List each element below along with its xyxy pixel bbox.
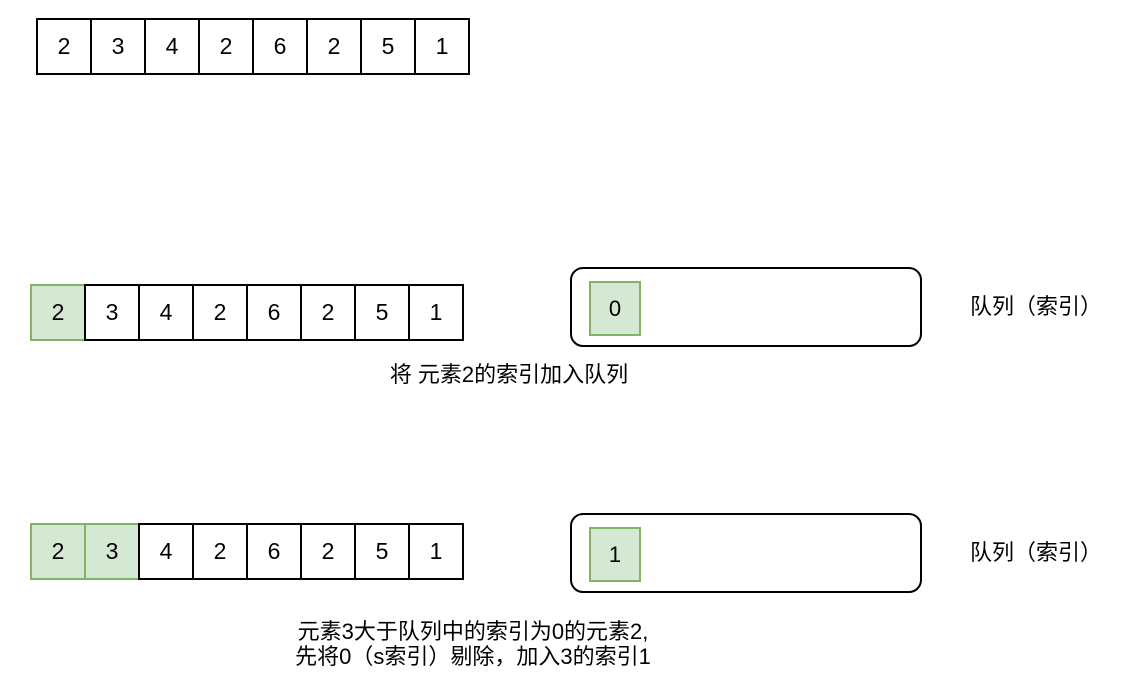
array-cell: 3 — [84, 284, 140, 341]
step2-array-row: 2 3 4 2 6 2 5 1 — [30, 523, 464, 580]
step1-queue-label: 队列（索引） — [970, 294, 1103, 319]
array-cell-highlighted: 2 — [30, 523, 86, 580]
array-cell: 2 — [36, 18, 92, 75]
step1-queue-box: 0 — [570, 267, 922, 347]
step2-queue-box: 1 — [570, 513, 922, 593]
array-cell: 6 — [246, 284, 302, 341]
array-cell: 1 — [414, 18, 470, 75]
array-cell: 2 — [300, 523, 356, 580]
array-cell-highlighted: 2 — [30, 284, 86, 341]
step1-caption: 将 元素2的索引加入队列 — [389, 362, 629, 387]
array-cell: 4 — [144, 18, 200, 75]
array-cell: 2 — [192, 284, 248, 341]
step1-queue-item: 0 — [589, 281, 641, 336]
array-cell: 5 — [360, 18, 416, 75]
array-cell: 2 — [192, 523, 248, 580]
step1-array-row: 2 3 4 2 6 2 5 1 — [30, 284, 464, 341]
array-cell: 6 — [252, 18, 308, 75]
array-cell: 2 — [306, 18, 362, 75]
array-cell: 1 — [408, 284, 464, 341]
array-cell: 2 — [198, 18, 254, 75]
array-cell: 3 — [90, 18, 146, 75]
array-cell: 1 — [408, 523, 464, 580]
step2-caption-line1: 元素3大于队列中的索引为0的元素2, — [297, 619, 649, 644]
step2-queue-label: 队列（索引） — [970, 540, 1103, 565]
array-cell: 6 — [246, 523, 302, 580]
step2-caption-line2: 先将0（s索引）剔除，加入3的索引1 — [295, 644, 651, 669]
step2-caption: 元素3大于队列中的索引为0的元素2, 先将0（s索引）剔除，加入3的索引1 — [173, 619, 773, 669]
array-cell: 5 — [354, 523, 410, 580]
array-cell-highlighted: 3 — [84, 523, 140, 580]
array-cell: 2 — [300, 284, 356, 341]
array-cell: 4 — [138, 523, 194, 580]
array-cell: 4 — [138, 284, 194, 341]
array-cell: 5 — [354, 284, 410, 341]
initial-array-row: 2 3 4 2 6 2 5 1 — [36, 18, 470, 75]
step2-queue-item: 1 — [589, 527, 641, 582]
